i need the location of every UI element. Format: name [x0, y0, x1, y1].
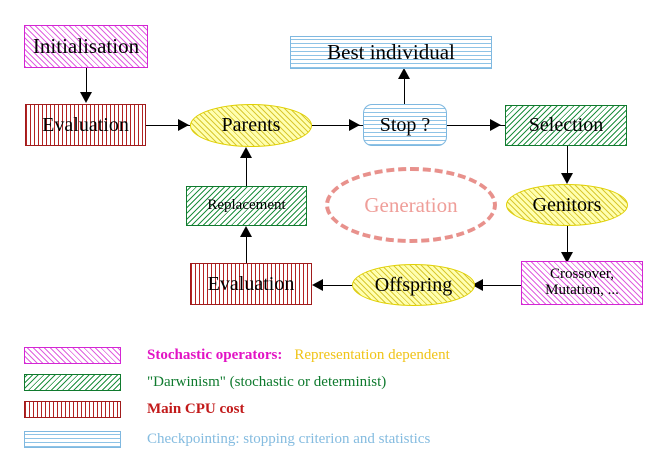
node-operators-line2: Mutation, ... [545, 282, 619, 298]
legend-label-stochastic-operators: Stochastic operators: Representation depe… [147, 347, 450, 364]
node-evaluation-bottom-label: Evaluation [207, 272, 295, 295]
node-operators[interactable]: Crossover, Mutation, ... [521, 261, 643, 305]
legend-swatch-darwinism [24, 373, 121, 391]
node-genitors[interactable]: Genitors [506, 184, 628, 226]
legend-label-checkpointing: Checkpointing: stopping criterion and st… [147, 430, 431, 447]
node-selection[interactable]: Selection [505, 105, 627, 146]
arrowhead-operators-to-offspring [472, 279, 483, 291]
arrowhead-stop-to-best-individual [398, 68, 410, 79]
legend-swatch-checkpointing [24, 430, 121, 448]
node-evaluation-bottom[interactable]: Evaluation [190, 263, 312, 305]
node-generation-label: Generation [364, 192, 458, 217]
arrowhead-replacement-to-parents [240, 147, 252, 158]
legend-label-main-cpu-cost: Main CPU cost [147, 400, 245, 417]
legend-label-part1: Stochastic operators: [147, 346, 283, 363]
arrowhead-offspring-to-evaluation [312, 279, 323, 291]
node-parents[interactable]: Parents [190, 104, 312, 147]
node-evaluation-top-label: Evaluation [42, 113, 129, 136]
legend-row: "Darwinism" (stochastic or determinist) [24, 371, 386, 393]
connector-evaluation-to-parents [146, 125, 192, 126]
node-offspring-label: Offspring [374, 273, 453, 296]
legend-row: Checkpointing: stopping criterion and st… [24, 428, 430, 450]
node-best-individual[interactable]: Best individual [290, 36, 492, 69]
node-initialisation-label: Initialisation [32, 34, 140, 59]
connector-stop-to-best-individual [404, 70, 405, 105]
legend-label-darwinism: "Darwinism" (stochastic or determinist) [147, 373, 387, 390]
connector-selection-to-genitors [567, 146, 568, 180]
node-stop[interactable]: Stop ? [363, 104, 447, 146]
arrowhead-initialisation-to-evaluation [80, 92, 92, 103]
connector-parents-to-stop [312, 125, 364, 126]
connector-operators-to-offspring [476, 285, 522, 286]
arrowhead-stop-to-selection [490, 119, 501, 131]
arrowhead-parents-to-stop [349, 119, 360, 131]
node-initialisation[interactable]: Initialisation [24, 25, 148, 68]
node-selection-label: Selection [528, 114, 604, 136]
node-generation: Generation [325, 167, 497, 243]
node-replacement-label: Replacement [207, 197, 286, 214]
node-best-individual-label: Best individual [327, 40, 455, 65]
arrowhead-evaluation-to-replacement [240, 226, 252, 237]
connector-evaluation-to-replacement [246, 228, 247, 264]
arrowhead-selection-to-genitors [561, 173, 573, 184]
node-evaluation-top[interactable]: Evaluation [25, 104, 146, 146]
connector-offspring-to-evaluation [316, 285, 356, 286]
legend-swatch-main-cpu-cost [24, 400, 121, 418]
node-operators-line1: Crossover, [550, 266, 614, 283]
connector-stop-to-selection [447, 125, 506, 126]
connector-genitors-to-operators [567, 225, 568, 261]
node-replacement[interactable]: Replacement [186, 186, 307, 226]
node-stop-label: Stop ? [379, 113, 431, 136]
connector-replacement-to-parents [246, 150, 247, 187]
node-parents-label: Parents [221, 114, 281, 136]
legend-row: Stochastic operators: Representation depe… [24, 344, 450, 366]
arrowhead-evaluation-to-parents [178, 119, 189, 131]
legend-label-part2: Representation dependent [294, 346, 450, 363]
node-genitors-label: Genitors [532, 193, 602, 216]
connector-initialisation-to-evaluation [86, 68, 87, 98]
node-offspring[interactable]: Offspring [352, 264, 475, 306]
legend-swatch-stochastic-operators [24, 346, 121, 364]
legend-row: Main CPU cost [24, 398, 245, 420]
arrowhead-genitors-to-operators [561, 252, 573, 263]
